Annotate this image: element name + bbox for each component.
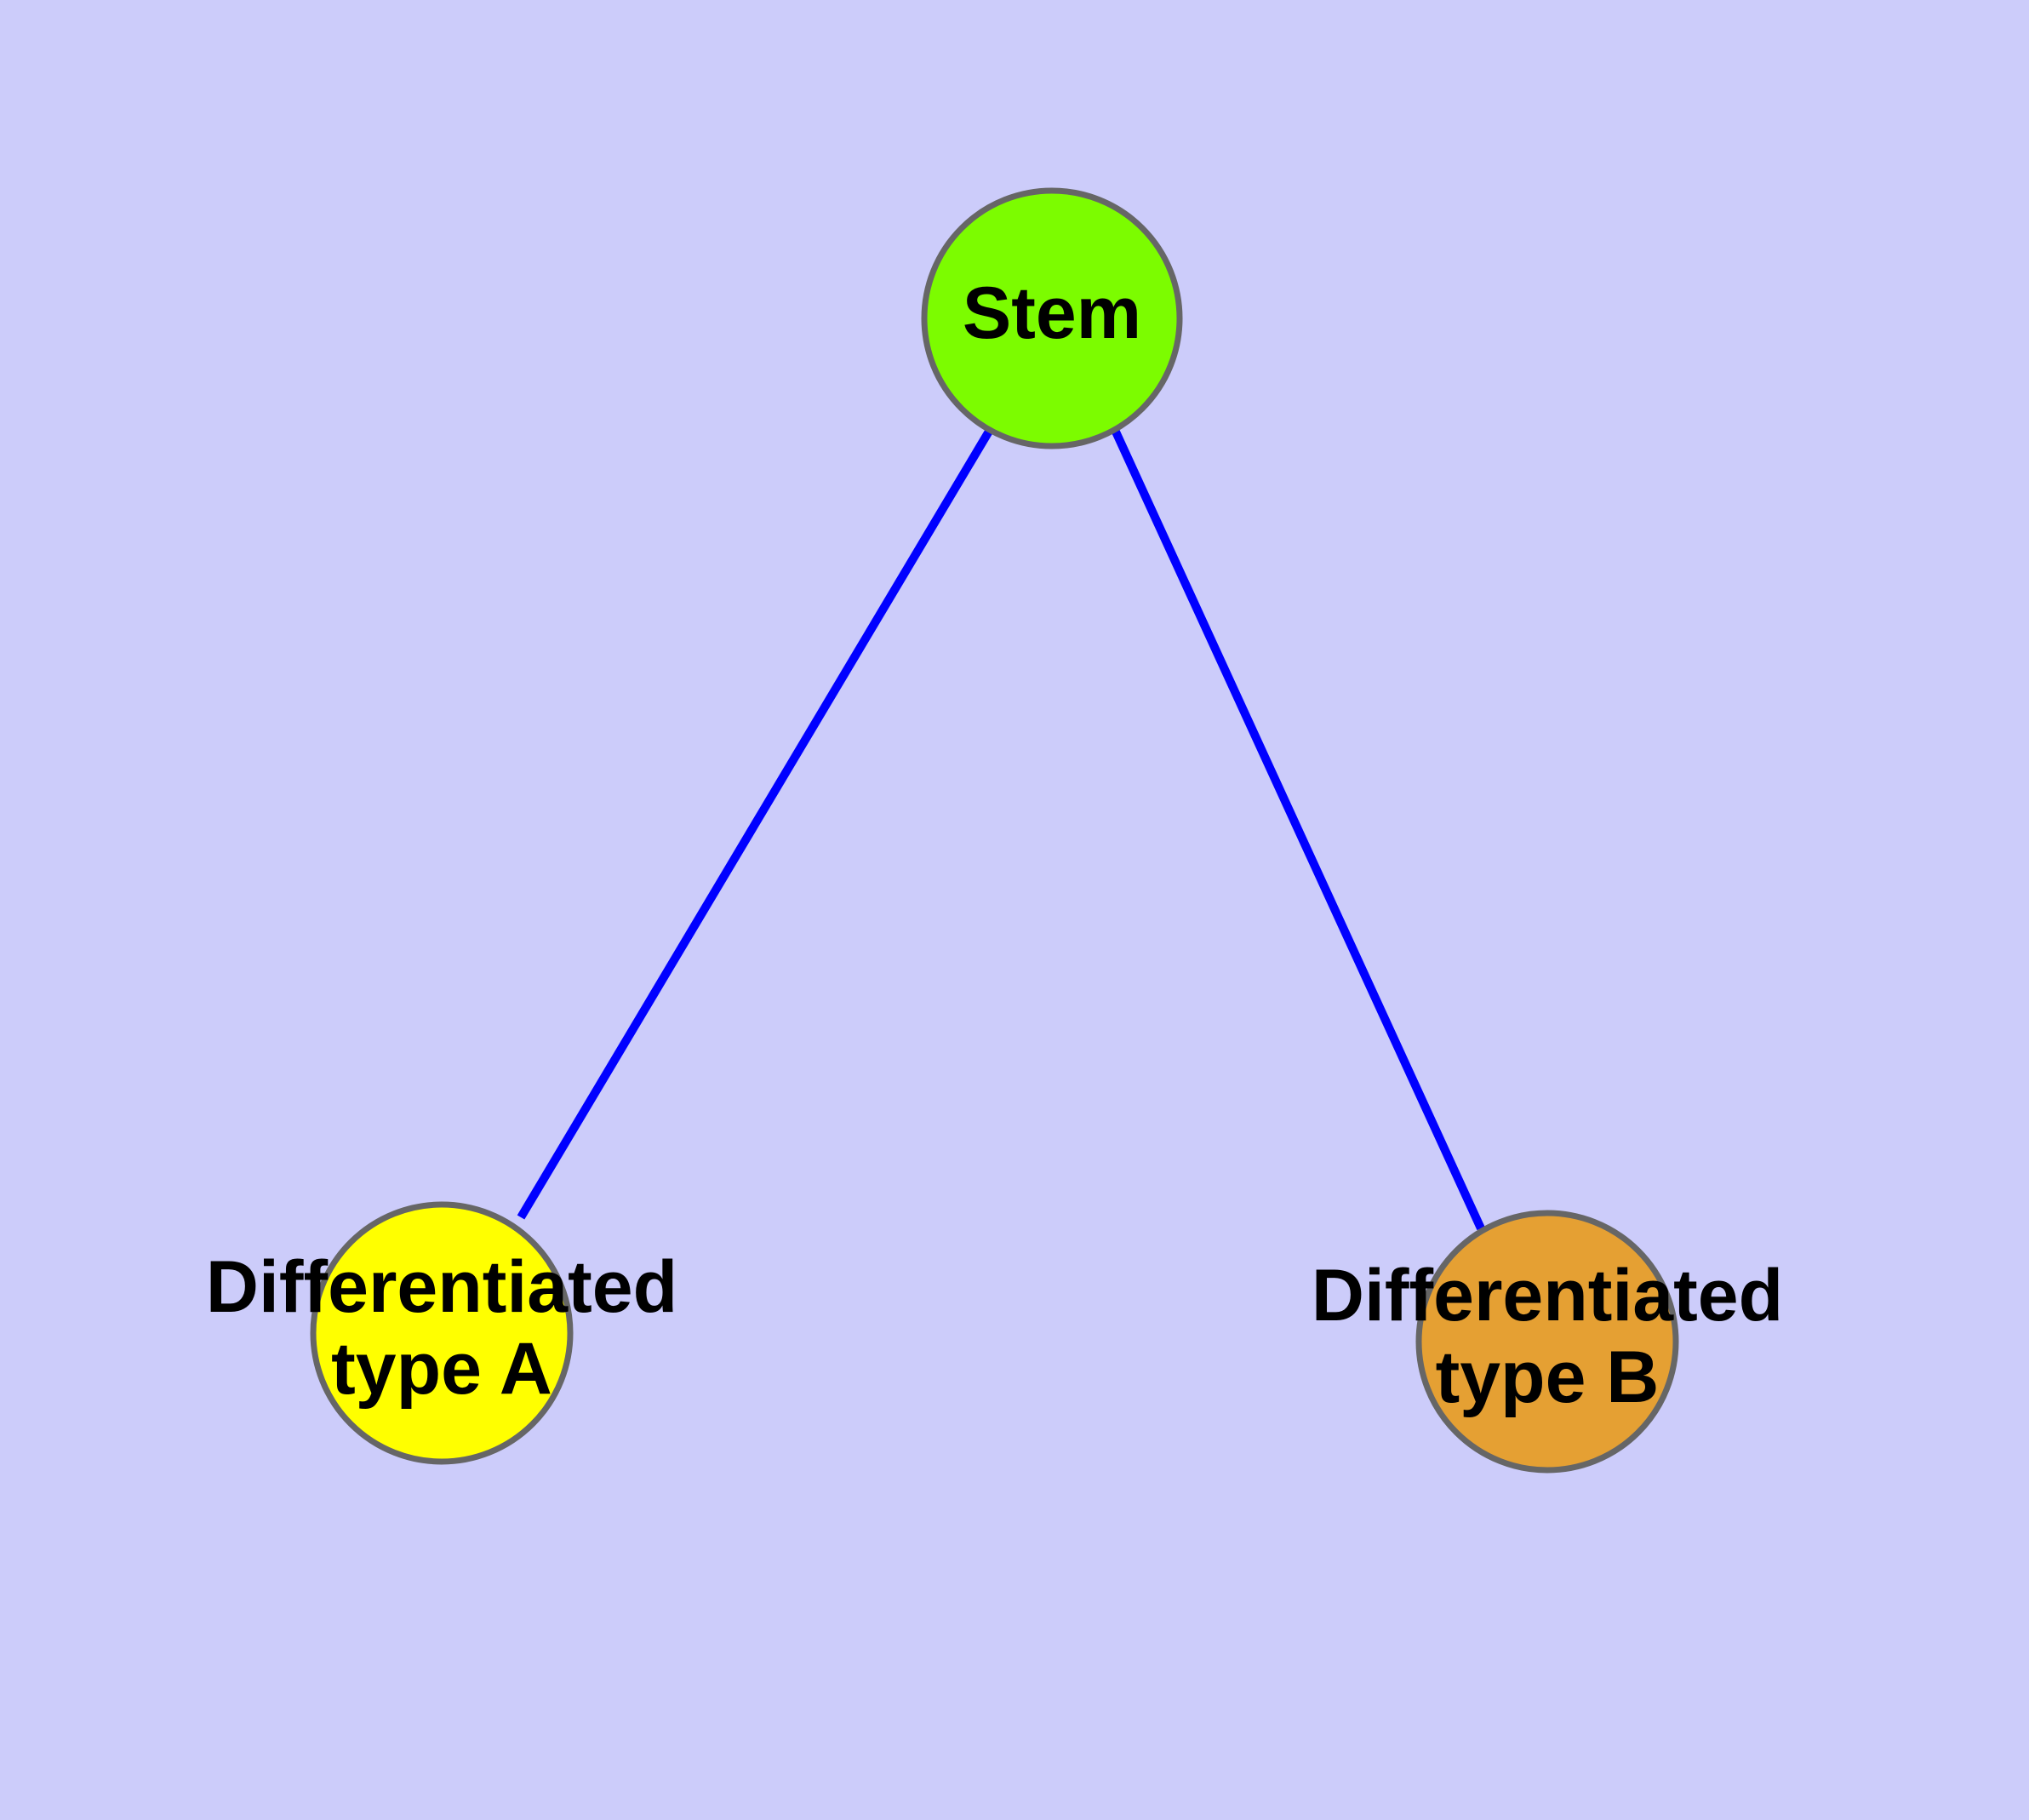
nodes-group <box>310 187 1679 1474</box>
node-stem[interactable] <box>921 187 1183 449</box>
node-label-line: Differentiated <box>1312 1255 1783 1336</box>
edge-stem-to-b[interactable] <box>1111 427 1485 1231</box>
node-label-line: Stem <box>963 272 1141 354</box>
node-diff-a[interactable] <box>310 1201 574 1465</box>
node-label-line: Differentiated <box>206 1246 677 1328</box>
node-label-line: type B <box>1436 1336 1660 1418</box>
node-diff-b[interactable] <box>1415 1210 1679 1474</box>
node-label-stem: Stem <box>963 272 1141 354</box>
edge-stem-to-a[interactable] <box>517 427 994 1220</box>
edges-group <box>517 427 1485 1231</box>
node-label-line: type A <box>331 1328 552 1410</box>
